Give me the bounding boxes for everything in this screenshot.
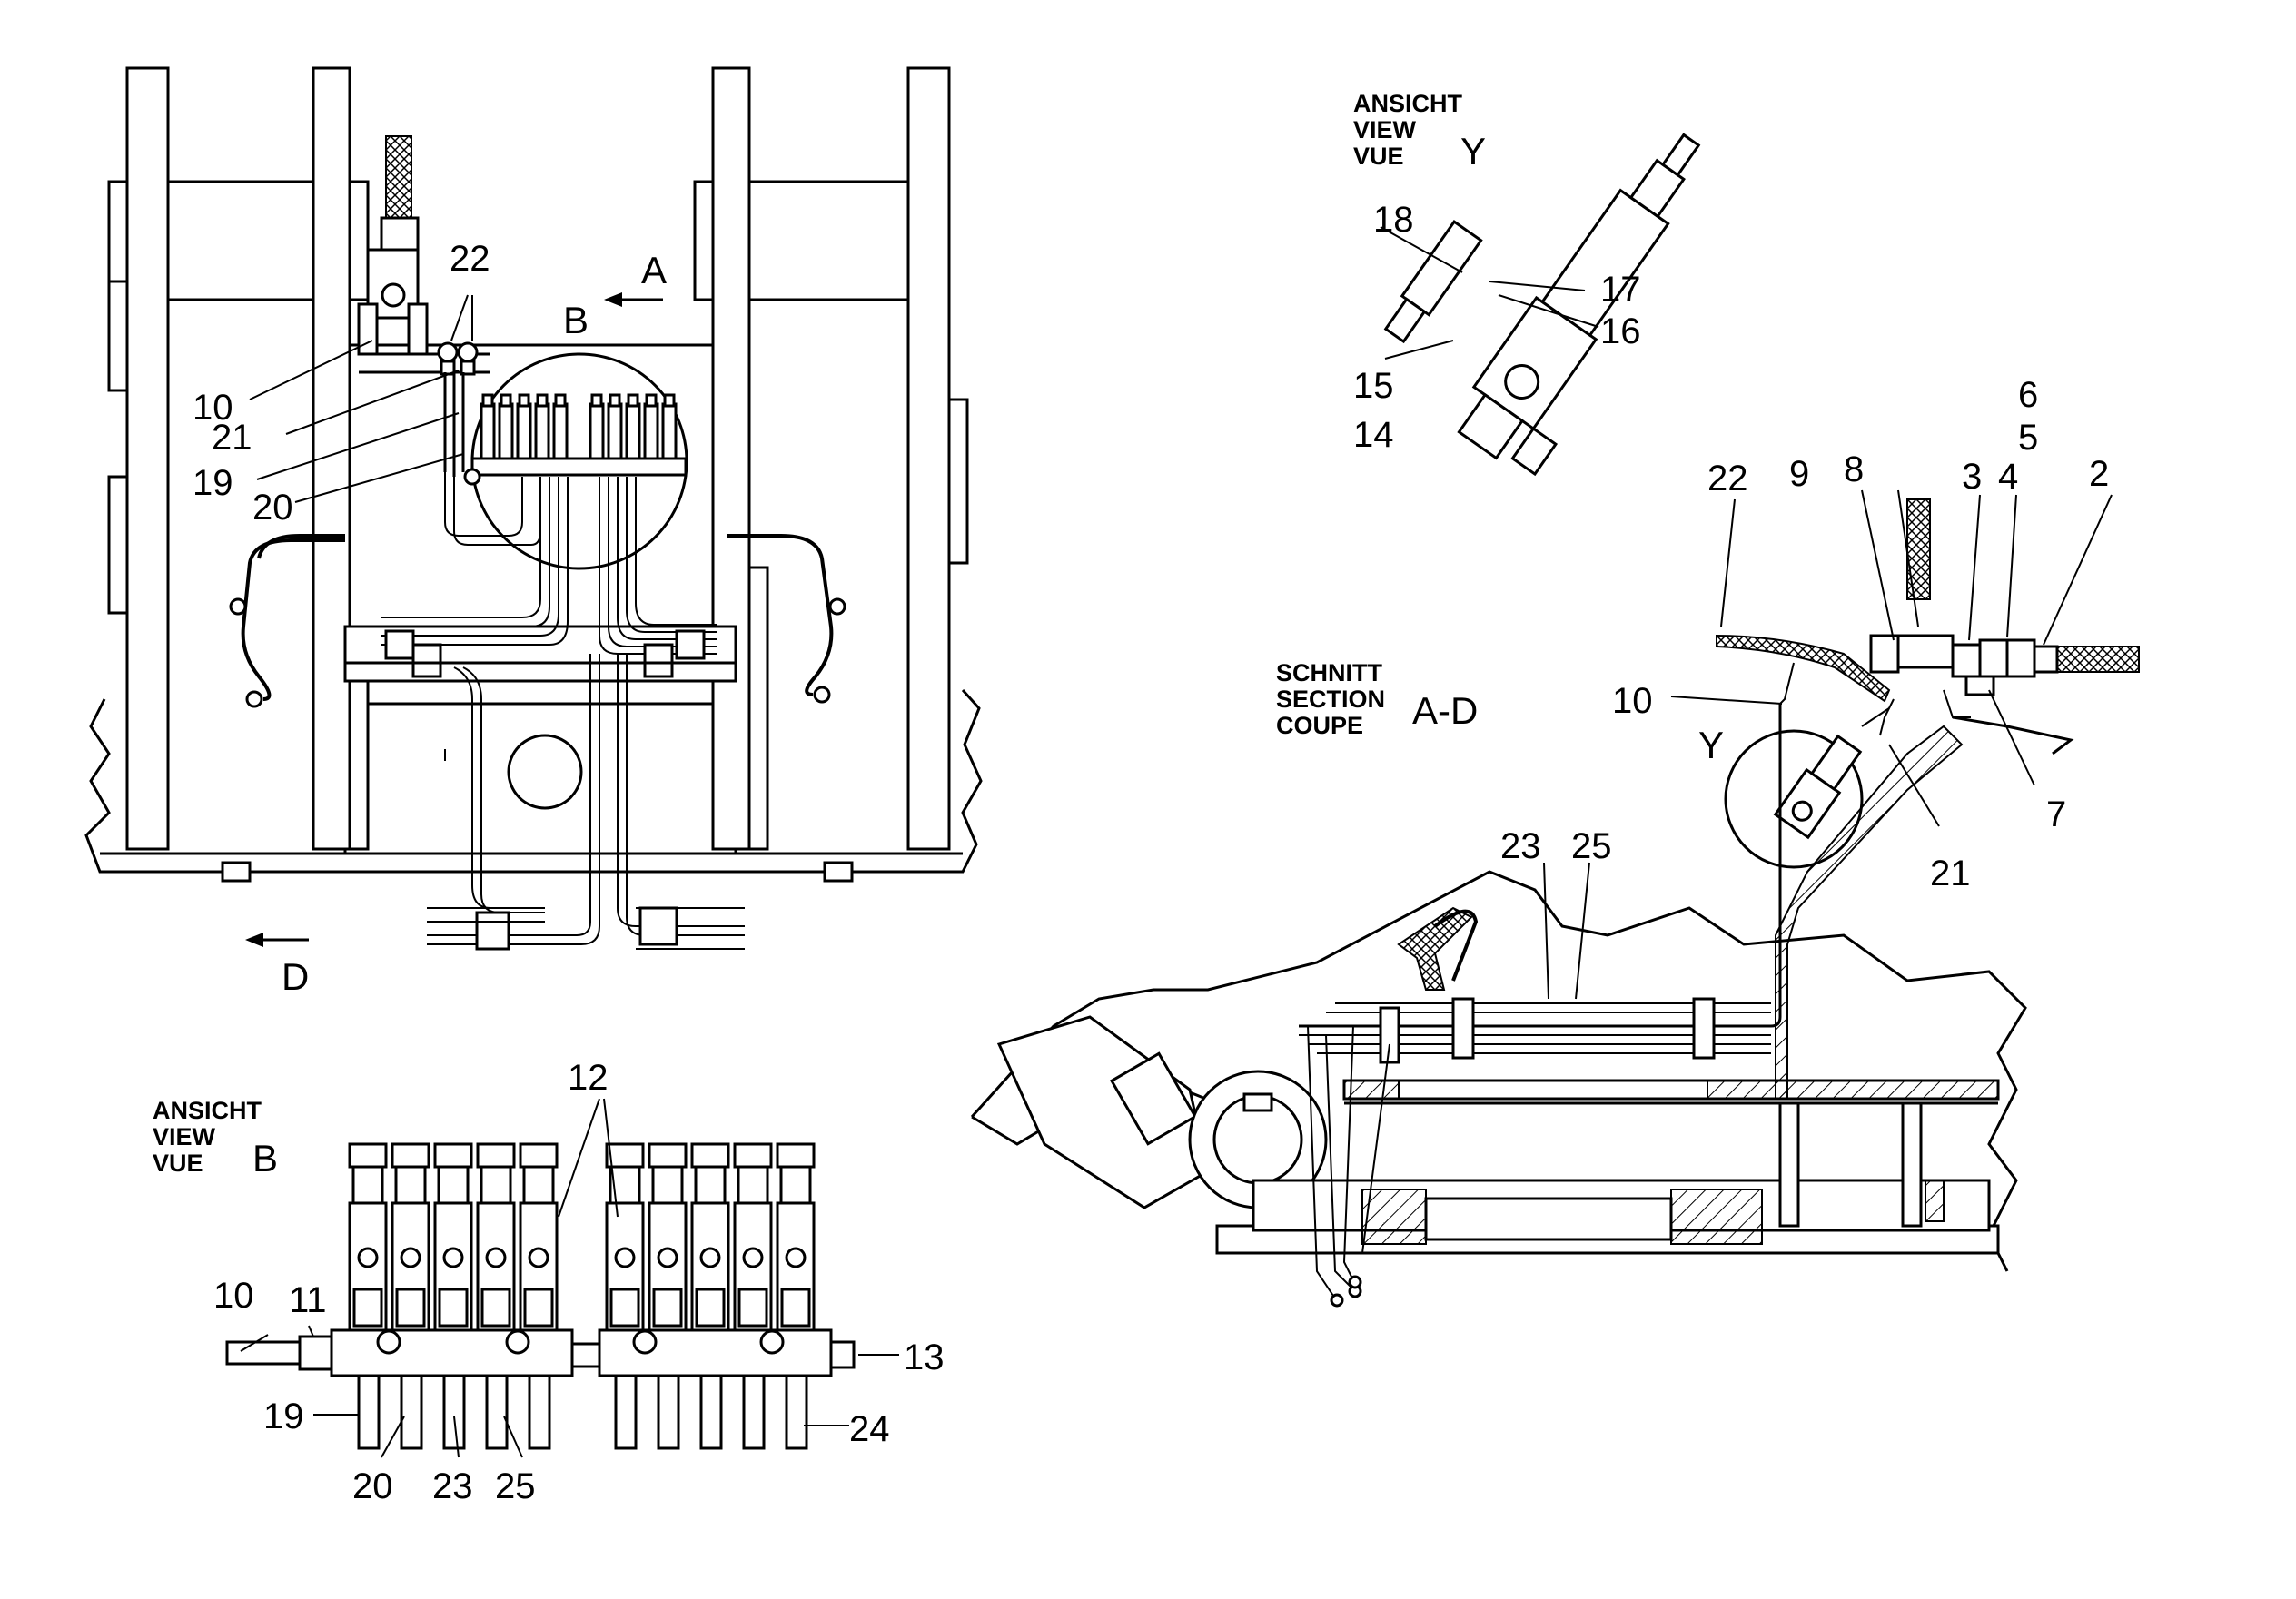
callout-21-section: 21 [1930,854,1971,893]
callout-12: 12 [568,1058,609,1098]
marker-d: D [282,955,309,998]
view-y-label-2: VIEW [1353,116,1417,143]
main-view: 10 21 19 20 22 A B D [84,66,983,998]
callout-10: 10 [193,388,233,428]
callout-15: 15 [1353,366,1394,406]
view-y-label-1: ANSICHT [1353,90,1463,117]
callout-22-section: 22 [1707,459,1748,498]
callout-6: 6 [2018,375,2038,415]
callout-23-b: 23 [432,1466,473,1506]
view-b-label-1: ANSICHT [153,1097,262,1124]
callout-19: 19 [193,463,233,503]
callout-25-section: 25 [1571,826,1612,866]
callout-10-section: 10 [1612,681,1653,721]
callout-16: 16 [1600,311,1641,351]
view-y-label-3: VUE [1353,143,1404,170]
callout-21: 21 [212,418,252,458]
callout-11: 11 [289,1280,327,1320]
callout-24: 24 [849,1409,890,1449]
view-b-label-3: VUE [153,1150,203,1177]
callout-25-b: 25 [495,1466,536,1506]
view-y: ANSICHT VIEW VUE Y 18 17 16 15 14 [1353,90,1701,477]
callout-20-b: 20 [352,1466,393,1506]
callout-3: 3 [1962,457,1982,497]
marker-b: B [563,299,589,341]
section-a-d: SCHNITT SECTION COUPE A-D [970,375,2140,1308]
callout-4: 4 [1998,457,2018,497]
callout-23-section: 23 [1500,826,1541,866]
section-label-3: COUPE [1276,712,1363,739]
callout-13: 13 [904,1337,945,1377]
view-b: ANSICHT VIEW VUE B [153,1058,945,1506]
marker-a: A [641,249,667,291]
section-letter: A-D [1412,689,1478,732]
marker-y: Y [1698,724,1724,766]
section-label-2: SECTION [1276,686,1385,713]
callout-9: 9 [1789,454,1809,494]
callout-14: 14 [1353,415,1394,455]
view-y-letter: Y [1460,130,1486,173]
callout-22: 22 [450,239,490,279]
distributor-blocks-main [463,393,688,486]
callout-8: 8 [1844,449,1864,489]
callout-18: 18 [1373,200,1414,240]
distributor-modules-b [348,1142,816,1450]
callout-5: 5 [2018,418,2038,458]
callout-10-b: 10 [213,1276,254,1316]
callout-7: 7 [2046,795,2066,834]
callout-20: 20 [252,488,293,528]
view-b-label-2: VIEW [153,1123,216,1150]
section-label-1: SCHNITT [1276,659,1382,686]
callout-19-b: 19 [263,1397,304,1436]
callout-2: 2 [2089,454,2109,494]
callout-17: 17 [1600,270,1641,310]
view-b-letter: B [252,1137,278,1180]
